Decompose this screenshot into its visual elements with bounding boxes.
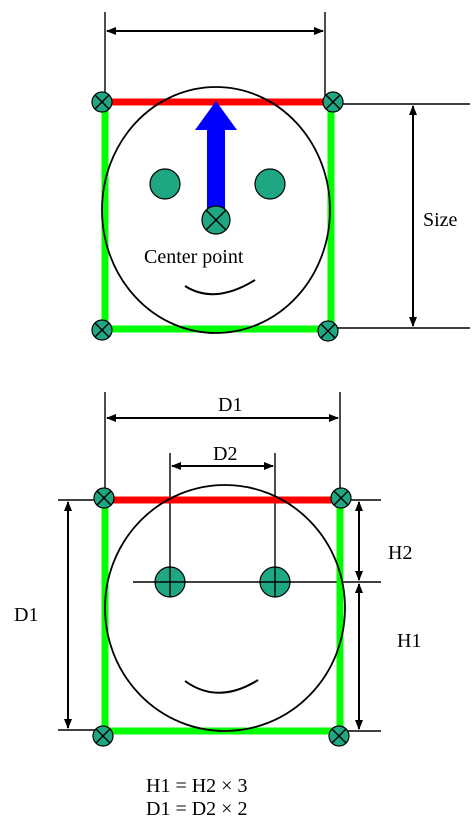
- bottom-corner-marker-top-right: [330, 487, 352, 509]
- top-corner-marker-bottom-right: [317, 320, 339, 342]
- top-left-eye: [149, 168, 181, 200]
- bottom-diagram: D1 D2 D1 H2 H1: [14, 392, 421, 747]
- top-face-outline: [101, 86, 331, 334]
- bottom-corner-marker-bottom-right: [328, 725, 350, 747]
- formula-h1-h2: H1 = H2 × 3: [146, 775, 247, 797]
- center-point-marker: [201, 205, 231, 235]
- d1-side-label: D1: [14, 604, 38, 626]
- top-diagram: Size Center point: [91, 12, 470, 342]
- bottom-corner-marker-bottom-left: [92, 725, 114, 747]
- top-corner-marker-top-left: [91, 91, 113, 113]
- top-corner-marker-top-right: [322, 91, 344, 113]
- top-corner-marker-bottom-left: [91, 319, 113, 341]
- formula-d1-d2: D1 = D2 × 2: [146, 798, 247, 820]
- d1-top-label: D1: [218, 394, 242, 416]
- size-label: Size: [423, 209, 458, 231]
- h2-label: H2: [388, 542, 412, 564]
- h1-label: H1: [397, 630, 421, 652]
- center-point-label: Center point: [144, 246, 244, 268]
- formulas: H1 = H2 × 3 D1 = D2 × 2: [146, 775, 247, 820]
- bottom-face-mouth: [184, 679, 259, 694]
- direction-arrow: [195, 101, 237, 210]
- bottom-face-outline: [104, 484, 346, 732]
- top-face-mouth: [184, 279, 256, 296]
- bottom-right-eye-marker: [259, 566, 291, 598]
- bottom-left-eye-marker: [154, 566, 186, 598]
- direction-arrow-shaft: [207, 128, 225, 210]
- top-right-eye: [254, 168, 286, 200]
- d2-label: D2: [213, 443, 237, 465]
- bottom-corner-marker-top-left: [93, 487, 115, 509]
- direction-arrow-head: [195, 101, 237, 130]
